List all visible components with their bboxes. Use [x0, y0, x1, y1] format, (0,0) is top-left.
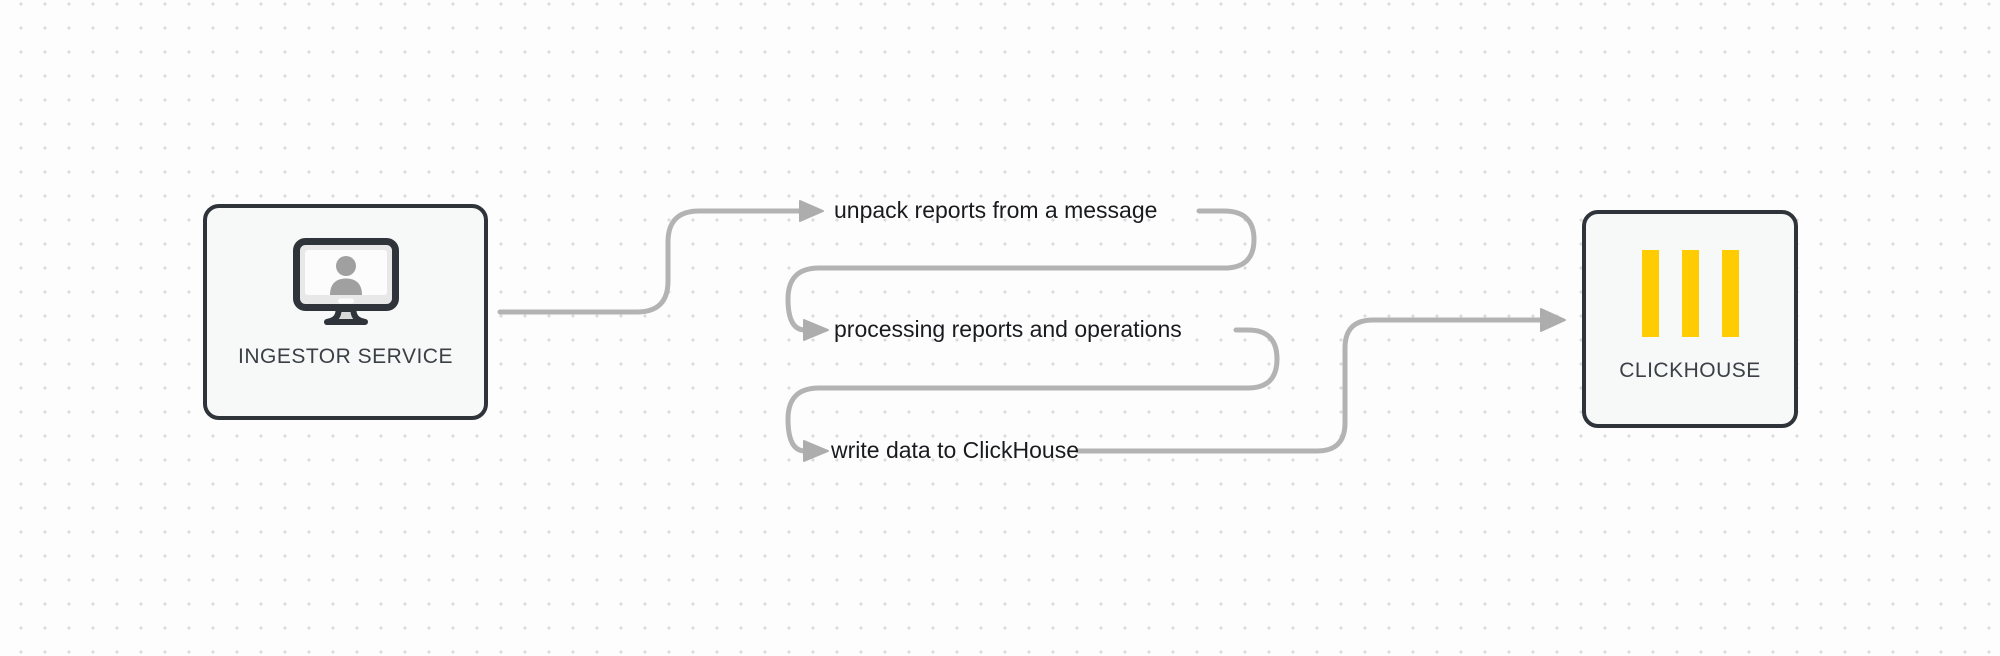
logo-bar	[1721, 250, 1739, 337]
arrowhead-step1	[799, 200, 824, 222]
arrowhead-clickhouse	[1540, 308, 1566, 332]
node-label-clickhouse: CLICKHOUSE	[1619, 359, 1761, 382]
monitor-user-icon	[292, 238, 399, 325]
step-label-2[interactable]: processing reports and operations	[834, 315, 1182, 342]
connector-step2-to-step3[interactable]	[785, 327, 1280, 454]
clickhouse-bars-icon	[1641, 250, 1739, 337]
logo-bar	[1641, 250, 1659, 337]
connector-step1-to-step2[interactable]	[785, 208, 1257, 333]
node-clickhouse[interactable]: CLICKHOUSE	[1582, 210, 1798, 428]
connector-step3-to-clickhouse[interactable]	[1075, 317, 1544, 454]
node-label-ingestor: INGESTOR SERVICE	[238, 345, 453, 368]
logo-bar	[1681, 250, 1699, 337]
connector-ingestor-to-step1[interactable]	[497, 208, 803, 315]
step-label-3[interactable]: write data to ClickHouse	[831, 436, 1079, 463]
arrowhead-step3	[803, 440, 829, 462]
step-label-1[interactable]: unpack reports from a message	[834, 196, 1158, 223]
arrowhead-step2	[803, 319, 829, 341]
node-ingestor-service[interactable]: INGESTOR SERVICE	[203, 204, 488, 420]
